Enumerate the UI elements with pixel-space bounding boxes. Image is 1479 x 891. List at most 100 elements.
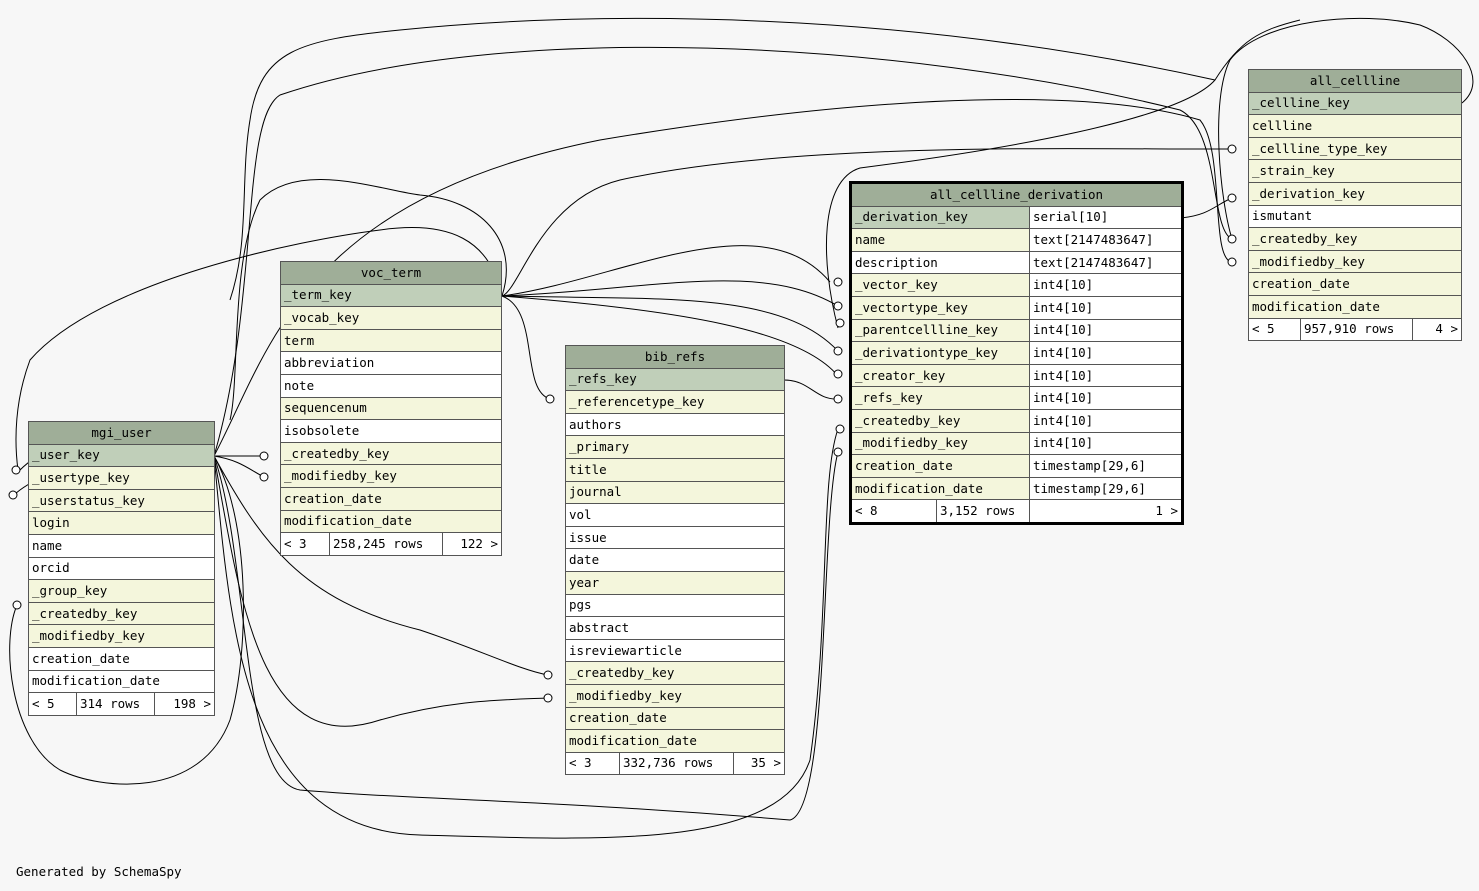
column-row[interactable]: _refs_key	[851, 386, 1030, 410]
column-type: int4[10]	[1029, 386, 1182, 410]
column-row[interactable]: journal	[565, 480, 785, 505]
column-row[interactable]: _primary	[565, 435, 785, 459]
column-row[interactable]: _vocab_key	[280, 306, 502, 330]
column-row[interactable]: _derivation_key	[1248, 181, 1462, 206]
column-row[interactable]: cellline	[1248, 114, 1462, 138]
column-type: int4[10]	[1029, 431, 1182, 456]
column-row[interactable]: _term_key	[280, 283, 502, 308]
column-type: int4[10]	[1029, 273, 1182, 297]
column-row[interactable]: _user_key	[28, 443, 215, 468]
column-row[interactable]: _createdby_key	[851, 408, 1030, 433]
column-row[interactable]: _group_key	[28, 579, 215, 603]
column-type: int4[10]	[1029, 295, 1182, 320]
column-row[interactable]: creation_date	[28, 646, 215, 671]
column-type: timestamp[29,6]	[1029, 454, 1182, 478]
column-row[interactable]: title	[565, 457, 785, 482]
column-row[interactable]: _modifiedby_key	[28, 624, 215, 648]
table-title[interactable]: all_cellline	[1248, 69, 1462, 93]
column-row[interactable]: abstract	[565, 616, 785, 640]
column-row[interactable]: abbreviation	[280, 351, 502, 375]
column-row[interactable]: description	[851, 250, 1030, 275]
children-link[interactable]: 1 >	[1029, 499, 1182, 523]
parents-link[interactable]: < 5	[1248, 317, 1301, 342]
column-row[interactable]: _creator_key	[851, 363, 1030, 388]
column-row[interactable]: modification_date	[565, 729, 785, 753]
column-type: serial[10]	[1029, 205, 1182, 230]
table-title[interactable]: bib_refs	[565, 345, 785, 369]
generated-by-note: Generated by SchemaSpy	[16, 864, 182, 879]
column-row[interactable]: creation_date	[565, 706, 785, 731]
column-row[interactable]: _modifiedby_key	[565, 683, 785, 708]
row-count: 3,152 rows	[936, 499, 1030, 523]
column-row[interactable]: _createdby_key	[565, 661, 785, 685]
table-title[interactable]: voc_term	[280, 261, 502, 285]
column-row[interactable]: _createdby_key	[28, 601, 215, 626]
column-row[interactable]: _derivationtype_key	[851, 341, 1030, 365]
table-mgi-user[interactable]: mgi_user _user_key _usertype_key _userst…	[28, 421, 215, 716]
column-row[interactable]: orcid	[28, 556, 215, 581]
column-type: int4[10]	[1029, 341, 1182, 365]
column-type: int4[10]	[1029, 318, 1182, 343]
children-link[interactable]: 35 >	[733, 751, 785, 776]
column-row[interactable]: modification_date	[28, 669, 215, 694]
column-row[interactable]: _modifiedby_key	[1248, 249, 1462, 274]
column-row[interactable]: _cellline_type_key	[1248, 136, 1462, 161]
column-type: text[2147483647]	[1029, 228, 1182, 252]
column-row[interactable]: _derivation_key	[851, 205, 1030, 230]
table-voc-term[interactable]: voc_term _term_key _vocab_key term abbre…	[280, 261, 502, 556]
column-type: timestamp[29,6]	[1029, 476, 1182, 501]
column-row[interactable]: _vectortype_key	[851, 295, 1030, 320]
column-row[interactable]: authors	[565, 412, 785, 437]
column-row[interactable]: _modifiedby_key	[280, 464, 502, 488]
row-count: 314 rows	[76, 692, 155, 716]
column-row[interactable]: pgs	[565, 593, 785, 618]
column-row[interactable]: creation_date	[280, 486, 502, 511]
column-row[interactable]: _createdby_key	[280, 441, 502, 466]
column-row[interactable]: _parentcellline_key	[851, 318, 1030, 343]
column-row[interactable]: ismutant	[1248, 204, 1462, 229]
column-row[interactable]: isobsolete	[280, 419, 502, 443]
column-type: int4[10]	[1029, 363, 1182, 388]
table-all-cellline[interactable]: all_cellline _cellline_key cellline _cel…	[1248, 69, 1462, 342]
table-title[interactable]: all_cellline_derivation	[851, 183, 1182, 207]
column-row[interactable]: _cellline_key	[1248, 91, 1462, 116]
parents-link[interactable]: < 3	[280, 532, 330, 556]
column-row[interactable]: sequencenum	[280, 396, 502, 421]
children-link[interactable]: 198 >	[154, 692, 215, 716]
column-row[interactable]: _strain_key	[1248, 159, 1462, 183]
table-bib-refs[interactable]: bib_refs _refs_key _referencetype_key au…	[565, 345, 785, 776]
column-row[interactable]: login	[28, 511, 215, 535]
column-row[interactable]: term	[280, 328, 502, 353]
column-row[interactable]: _modifiedby_key	[851, 431, 1030, 456]
column-row[interactable]: modification_date	[851, 476, 1030, 501]
column-row[interactable]: note	[280, 373, 502, 398]
column-row[interactable]: _vector_key	[851, 273, 1030, 297]
row-count: 957,910 rows	[1300, 317, 1413, 342]
column-row[interactable]: date	[565, 548, 785, 572]
column-row[interactable]: issue	[565, 525, 785, 550]
row-count: 332,736 rows	[619, 751, 734, 776]
column-row[interactable]: creation_date	[1248, 272, 1462, 296]
column-row[interactable]: _userstatus_key	[28, 488, 215, 513]
column-row[interactable]: _referencetype_key	[565, 390, 785, 414]
column-row[interactable]: modification_date	[280, 509, 502, 534]
column-type: text[2147483647]	[1029, 250, 1182, 275]
parents-link[interactable]: < 8	[851, 499, 937, 523]
column-row[interactable]: modification_date	[1248, 294, 1462, 319]
table-title[interactable]: mgi_user	[28, 421, 215, 445]
column-row[interactable]: creation_date	[851, 454, 1030, 478]
parents-link[interactable]: < 3	[565, 751, 620, 776]
column-row[interactable]: name	[851, 228, 1030, 252]
children-link[interactable]: 4 >	[1412, 317, 1462, 342]
column-row[interactable]: _createdby_key	[1248, 227, 1462, 251]
children-link[interactable]: 122 >	[442, 532, 502, 556]
column-row[interactable]: vol	[565, 503, 785, 527]
column-row[interactable]: isreviewarticle	[565, 638, 785, 663]
column-type: int4[10]	[1029, 408, 1182, 433]
column-row[interactable]: _refs_key	[565, 367, 785, 392]
column-row[interactable]: year	[565, 570, 785, 595]
parents-link[interactable]: < 5	[28, 692, 77, 716]
column-row[interactable]: name	[28, 533, 215, 558]
column-row[interactable]: _usertype_key	[28, 466, 215, 490]
